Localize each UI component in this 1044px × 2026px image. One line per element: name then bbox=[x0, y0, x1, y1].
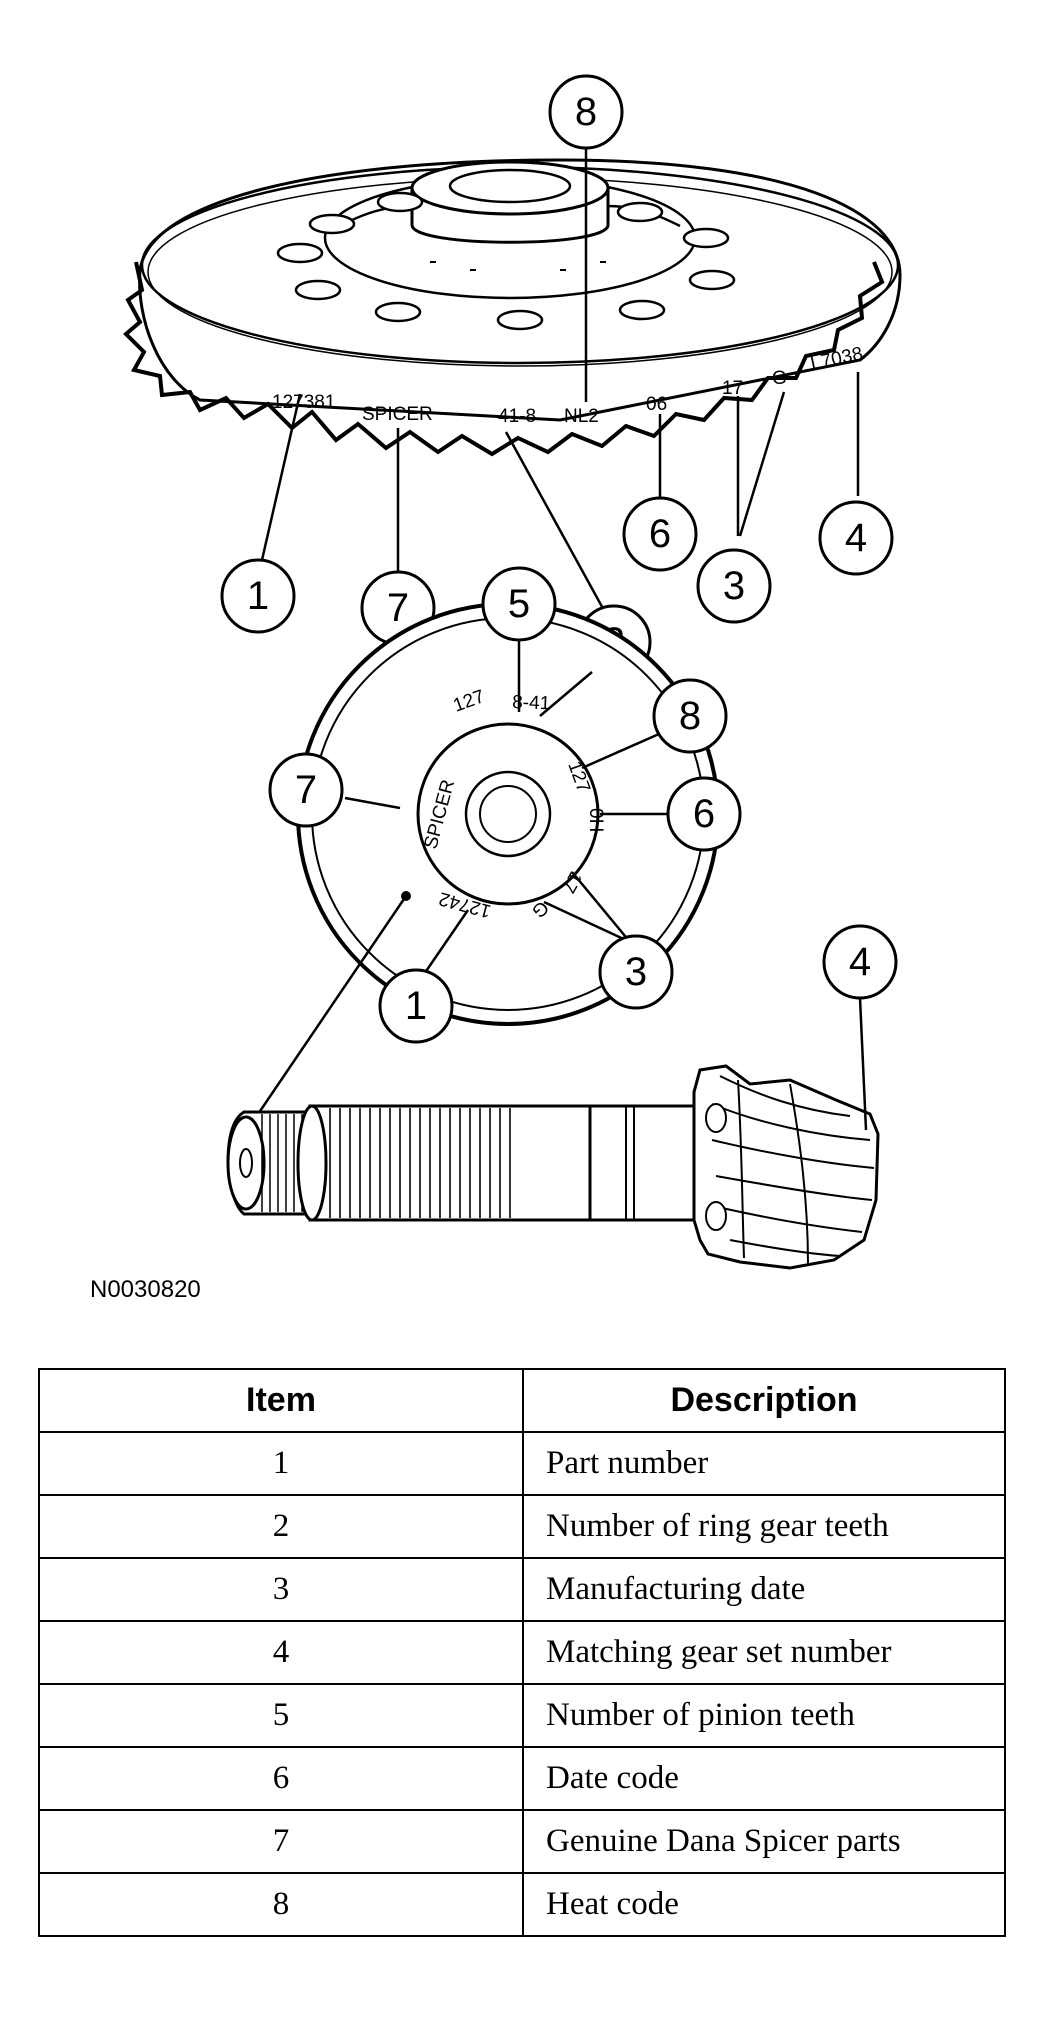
ring-gear-bolt-holes bbox=[276, 191, 736, 331]
ring-gear-teeth bbox=[123, 261, 885, 457]
legend-header-item: Item bbox=[38, 1368, 524, 1433]
callout-6-pinion: 6 bbox=[666, 776, 742, 852]
svg-text:6: 6 bbox=[649, 512, 671, 556]
legend-item-description: Number of ring gear teeth bbox=[522, 1494, 1006, 1559]
ring-stamp-teeth: 41-8 bbox=[498, 406, 536, 427]
callout-7-pinion: 7 bbox=[268, 752, 344, 828]
legend-item-description: Manufacturing date bbox=[522, 1557, 1006, 1622]
pinion-gear-teeth-lines bbox=[711, 1075, 875, 1265]
figure-code-label: N0030820 bbox=[90, 1276, 201, 1303]
pinion-end-bore bbox=[239, 1148, 253, 1178]
svg-text:3: 3 bbox=[625, 950, 647, 994]
legend-header-description: Description bbox=[522, 1368, 1006, 1433]
bolt-hole bbox=[308, 213, 356, 235]
pinion-gear-head bbox=[692, 1064, 880, 1270]
ring-stamp-heat-code: NL2 bbox=[564, 406, 599, 427]
pinion-splines bbox=[329, 1108, 511, 1218]
pinion-leader-4 bbox=[858, 997, 868, 1131]
table-row: 1 Part number bbox=[38, 1431, 1006, 1496]
callout-4-pinion: 4 bbox=[822, 924, 898, 1000]
legend-header-row: Item Description bbox=[38, 1368, 1006, 1433]
bolt-hole bbox=[276, 242, 324, 264]
legend-item-number: 5 bbox=[38, 1683, 524, 1748]
ring-stamp-brand: SPICER bbox=[362, 404, 433, 425]
ring-stamp-date-b: G bbox=[772, 368, 787, 389]
svg-text:6: 6 bbox=[693, 792, 715, 836]
svg-text:1: 1 bbox=[247, 574, 269, 618]
legend-item-number: 1 bbox=[38, 1431, 524, 1496]
legend-item-number: 2 bbox=[38, 1494, 524, 1559]
legend-item-number: 6 bbox=[38, 1746, 524, 1811]
svg-text:4: 4 bbox=[849, 940, 871, 984]
pinion-shaft bbox=[226, 1064, 880, 1270]
callout-1-pinion: 1 bbox=[378, 968, 454, 1044]
legend-item-description: Number of pinion teeth bbox=[522, 1683, 1006, 1748]
table-row: 2 Number of ring gear teeth bbox=[38, 1494, 1006, 1559]
bolt-hole bbox=[374, 301, 422, 323]
callout-8-ring: 8 bbox=[548, 74, 624, 150]
svg-text:8: 8 bbox=[679, 694, 701, 738]
legend-item-description: Part number bbox=[522, 1431, 1006, 1496]
table-row: 4 Matching gear set number bbox=[38, 1620, 1006, 1685]
pinion-gear-bearing bbox=[705, 1103, 727, 1133]
pinion-leader-dot bbox=[401, 891, 411, 901]
bolt-hole bbox=[616, 201, 664, 223]
ring-gear-inner-marks bbox=[430, 261, 606, 271]
legend-item-description: Date code bbox=[522, 1746, 1006, 1811]
legend-item-number: 3 bbox=[38, 1557, 524, 1622]
bolt-hole bbox=[376, 191, 424, 213]
bolt-hole bbox=[294, 279, 342, 301]
legend-item-number: 7 bbox=[38, 1809, 524, 1874]
svg-text:1: 1 bbox=[405, 984, 427, 1028]
legend-item-number: 8 bbox=[38, 1872, 524, 1937]
callout-3-pinion: 3 bbox=[598, 934, 674, 1010]
bolt-hole bbox=[688, 269, 736, 291]
legend-item-description: Heat code bbox=[522, 1872, 1006, 1937]
callout-8-pinion: 8 bbox=[652, 678, 728, 754]
bolt-hole bbox=[682, 227, 730, 249]
callout-5-pinion: 5 bbox=[481, 566, 557, 642]
pinion-gear-bearing-2 bbox=[705, 1201, 727, 1231]
callout-4-ring: 4 bbox=[818, 500, 894, 576]
svg-text:7: 7 bbox=[387, 586, 409, 630]
ring-stamp-part-number: 127381 bbox=[272, 392, 335, 413]
pinion-spline-face bbox=[296, 1104, 328, 1222]
svg-text:5: 5 bbox=[508, 582, 530, 626]
table-row: 5 Number of pinion teeth bbox=[38, 1683, 1006, 1748]
legend-item-number: 4 bbox=[38, 1620, 524, 1685]
svg-text:7: 7 bbox=[295, 768, 317, 812]
ring-stamp-date-code: 06 bbox=[646, 394, 667, 415]
svg-text:4: 4 bbox=[845, 516, 867, 560]
legend-table: Item Description 1 Part number 2 Number … bbox=[38, 1368, 1006, 1937]
table-row: 8 Heat code bbox=[38, 1872, 1006, 1937]
callout-6-ring: 6 bbox=[622, 496, 698, 572]
table-row: 3 Manufacturing date bbox=[38, 1557, 1006, 1622]
svg-text:8: 8 bbox=[575, 90, 597, 134]
ring-gear-bore bbox=[448, 168, 572, 204]
table-row: 7 Genuine Dana Spicer parts bbox=[38, 1809, 1006, 1874]
bolt-hole bbox=[618, 299, 666, 321]
ring-gear-leaders bbox=[260, 148, 860, 615]
table-row: 6 Date code bbox=[38, 1746, 1006, 1811]
pinion-stamp-teeth: 8-41 bbox=[512, 692, 551, 714]
bolt-hole bbox=[496, 309, 544, 331]
pinion-stamp-date-code: 0H bbox=[585, 808, 606, 832]
legend-item-description: Matching gear set number bbox=[522, 1620, 1006, 1685]
gear-identification-diagram: 127381 SPICER 41-8 NL2 06 17 G L7038 8 1… bbox=[123, 74, 902, 1270]
callout-1-ring: 1 bbox=[220, 558, 296, 634]
pinion-face-bore-inner bbox=[479, 785, 537, 843]
pinion-plain-section bbox=[590, 1104, 702, 1222]
svg-text:3: 3 bbox=[723, 564, 745, 608]
pinion-face: 127 8-41 127 SPICER 0H 17 G 12742 bbox=[296, 602, 720, 1026]
legend-item-description: Genuine Dana Spicer parts bbox=[522, 1809, 1006, 1874]
callout-3-ring: 3 bbox=[696, 548, 772, 624]
ring-stamp-date-a: 17 bbox=[722, 378, 743, 399]
ring-gear: 127381 SPICER 41-8 NL2 06 17 G L7038 bbox=[123, 158, 902, 457]
